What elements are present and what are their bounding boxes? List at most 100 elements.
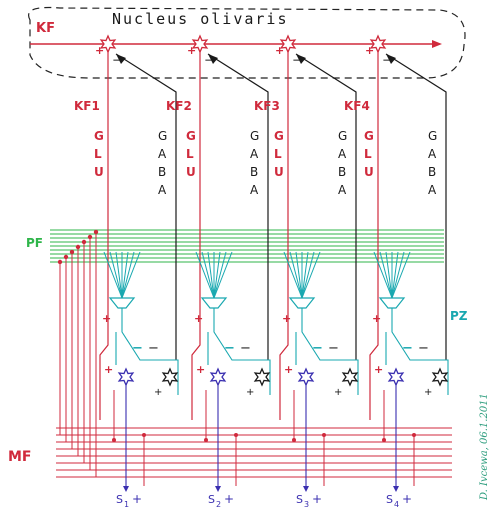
minus-sign: − bbox=[292, 53, 302, 67]
plus-sign: + bbox=[194, 312, 203, 325]
gaba-letter: A bbox=[158, 147, 167, 161]
glu-letter: L bbox=[94, 147, 102, 161]
plus-sign: + bbox=[282, 312, 291, 325]
gaba-letter: G bbox=[338, 129, 347, 143]
glu-letter: G bbox=[186, 129, 196, 143]
mossy-collateral-terminal bbox=[292, 438, 296, 442]
purkinje-dendrites bbox=[103, 251, 141, 299]
purkinje-dendrite bbox=[201, 251, 215, 299]
mossy-collateral-terminal bbox=[142, 433, 146, 437]
purkinje-dendrite bbox=[121, 251, 135, 299]
gaba-arrow-head bbox=[386, 54, 396, 64]
purkinje-dendrite bbox=[109, 251, 123, 299]
gaba-letter: G bbox=[428, 129, 437, 143]
granule-cell-axon-bundle bbox=[57, 229, 99, 477]
s-label: S bbox=[116, 493, 123, 506]
mossy-collateral-terminal bbox=[412, 433, 416, 437]
nuclear-cell-icon bbox=[117, 367, 135, 387]
granule-axon-terminal bbox=[75, 244, 81, 250]
purkinje-dendrite bbox=[115, 251, 123, 299]
purkinje-dendrite bbox=[391, 251, 411, 299]
purkinje-dendrite bbox=[213, 251, 227, 299]
purkinje-dendrite bbox=[121, 251, 141, 299]
s-sub-label: 4 bbox=[394, 500, 399, 509]
granule-axon-terminal bbox=[87, 234, 93, 240]
glu-letter: U bbox=[364, 165, 374, 179]
inhibitory-cell-icon bbox=[341, 367, 359, 387]
s-label: S bbox=[386, 493, 393, 506]
granule-axon-terminal bbox=[93, 229, 99, 235]
s-sub-label: 3 bbox=[304, 500, 309, 509]
gaba-letter: G bbox=[250, 129, 259, 143]
output-arrow-head bbox=[123, 486, 129, 492]
plus-sign: + bbox=[246, 387, 254, 398]
climbing-fiber bbox=[369, 52, 379, 420]
plus-sign: + bbox=[372, 312, 381, 325]
parallel-fiber-bundle bbox=[50, 229, 444, 263]
purkinje-axon bbox=[213, 308, 271, 395]
gaba-letter: A bbox=[338, 147, 347, 161]
purkinje-dendrite bbox=[379, 251, 393, 299]
plus-sign: + bbox=[95, 44, 104, 57]
kf-label: KF bbox=[36, 21, 55, 36]
plus-sign: + bbox=[275, 44, 284, 57]
minus-sign: − bbox=[148, 341, 159, 356]
plus-sign: + bbox=[365, 44, 374, 57]
gaba-feedback-fiber bbox=[115, 53, 177, 360]
pf-label: PF bbox=[26, 236, 43, 250]
plus-sign: + bbox=[104, 363, 113, 376]
minus-sign: − bbox=[240, 341, 251, 356]
output-arrow-head bbox=[393, 486, 399, 492]
purkinje-dendrite bbox=[301, 251, 321, 299]
plus-sign: + bbox=[187, 44, 196, 57]
climbing-fiber bbox=[279, 52, 289, 420]
plus-sign: + bbox=[132, 492, 142, 506]
nucleus-olivaris-title: Nucleus olivaris bbox=[112, 10, 289, 28]
glu-letter: L bbox=[364, 147, 372, 161]
gaba-feedback-fiber bbox=[207, 53, 269, 360]
purkinje-dendrites bbox=[283, 251, 321, 299]
gaba-arrow-head bbox=[296, 54, 306, 64]
glu-letter: G bbox=[94, 129, 104, 143]
purkinje-dendrite bbox=[213, 251, 233, 299]
minus-sign: − bbox=[132, 341, 143, 356]
purkinje-dendrite bbox=[289, 251, 303, 299]
s-sub-label: 2 bbox=[216, 500, 221, 509]
gaba-letter: A bbox=[428, 147, 437, 161]
kf-module-label: KF2 bbox=[166, 99, 192, 113]
granule-axon-terminal bbox=[81, 239, 87, 245]
glu-letter: L bbox=[186, 147, 194, 161]
purkinje-dendrites bbox=[373, 251, 411, 299]
gaba-arrow-head bbox=[208, 54, 218, 64]
gaba-letter: A bbox=[338, 183, 347, 197]
kf-arrow-head bbox=[432, 40, 442, 48]
plus-sign: + bbox=[312, 492, 322, 506]
plus-sign: + bbox=[402, 492, 412, 506]
plus-sign: + bbox=[334, 387, 342, 398]
inhibitory-cell-icon bbox=[431, 367, 449, 387]
mossy-collateral-terminal bbox=[204, 438, 208, 442]
mossy-collateral-terminal bbox=[112, 438, 116, 442]
glu-letter: U bbox=[94, 165, 104, 179]
glu-letter: U bbox=[186, 165, 196, 179]
gaba-arrow-head bbox=[116, 54, 126, 64]
mossy-collateral-terminal bbox=[382, 438, 386, 442]
purkinje-dendrite bbox=[301, 251, 315, 299]
purkinje-axon bbox=[121, 308, 179, 395]
purkinje-dendrites bbox=[195, 251, 233, 299]
nuclear-cell-icon bbox=[209, 367, 227, 387]
purkinje-dendrite bbox=[207, 251, 215, 299]
output-arrow-head bbox=[215, 486, 221, 492]
minus-sign: − bbox=[224, 341, 235, 356]
gaba-letter: A bbox=[250, 147, 259, 161]
purkinje-dendrite bbox=[385, 251, 393, 299]
purkinje-soma-icon bbox=[288, 297, 316, 309]
gaba-letter: A bbox=[428, 183, 437, 197]
minus-sign: − bbox=[402, 341, 413, 356]
kf-module-label: KF4 bbox=[344, 99, 370, 113]
purkinje-soma-icon bbox=[378, 297, 406, 309]
